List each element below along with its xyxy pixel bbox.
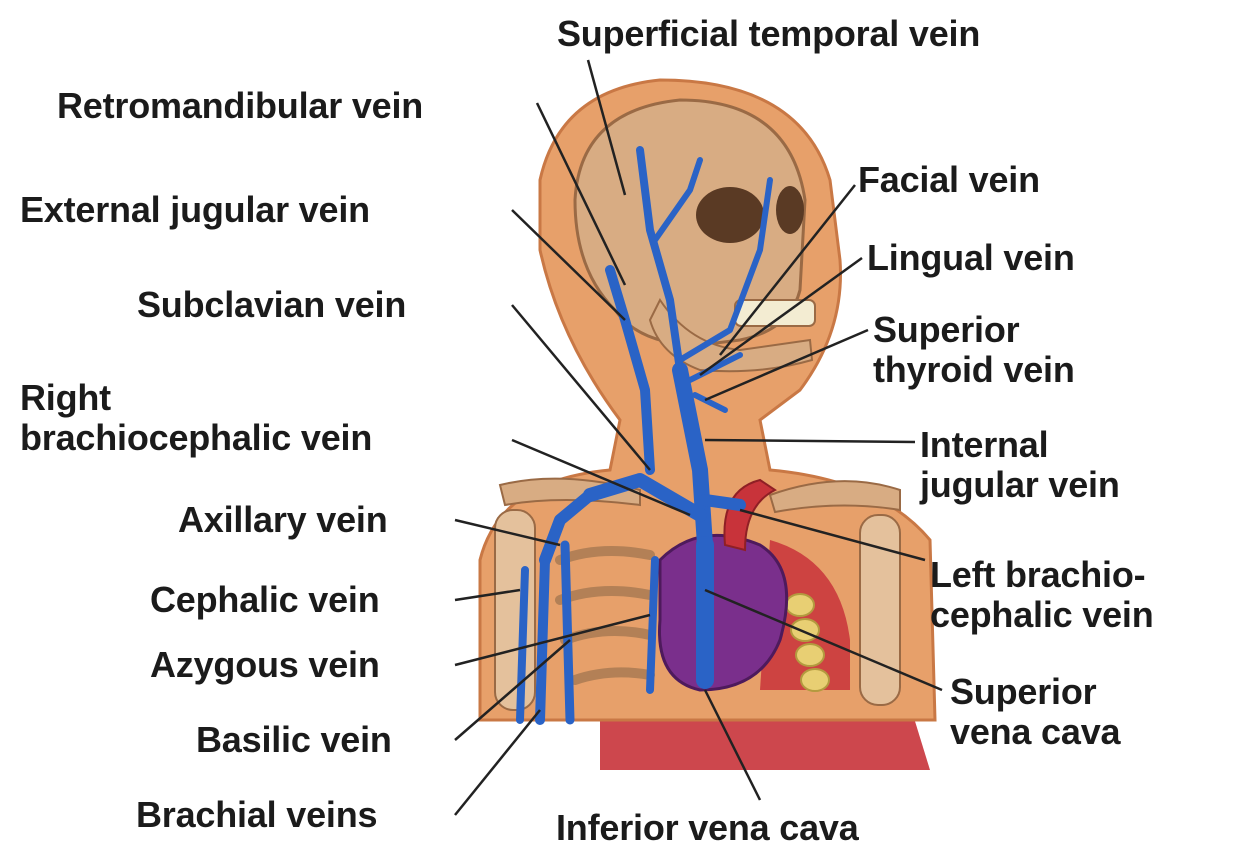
label-brachial-veins: Brachial veins bbox=[136, 795, 377, 835]
label-azygous-vein: Azygous vein bbox=[150, 645, 380, 685]
label-lingual-vein: Lingual vein bbox=[867, 238, 1075, 278]
label-superior-thyroid-vein: Superior thyroid vein bbox=[873, 310, 1075, 390]
label-superficial-temporal-vein: Superficial temporal vein bbox=[557, 14, 980, 54]
label-external-jugular-vein: External jugular vein bbox=[20, 190, 370, 230]
label-superior-vena-cava: Superior vena cava bbox=[950, 672, 1120, 752]
label-subclavian-vein: Subclavian vein bbox=[137, 285, 406, 325]
label-retromandibular-vein: Retromandibular vein bbox=[57, 86, 423, 126]
label-right-brachiocephalic-vein: Right brachiocephalic vein bbox=[20, 378, 372, 458]
label-axillary-vein: Axillary vein bbox=[178, 500, 388, 540]
eye-socket-left bbox=[696, 187, 764, 243]
label-internal-jugular-vein: Internal jugular vein bbox=[920, 425, 1120, 505]
eye-socket-right bbox=[776, 186, 804, 234]
label-left-brachiocephalic-vein: Left brachio- cephalic vein bbox=[930, 555, 1154, 635]
label-cephalic-vein: Cephalic vein bbox=[150, 580, 379, 620]
humerus-right bbox=[495, 510, 535, 710]
label-facial-vein: Facial vein bbox=[858, 160, 1040, 200]
label-basilic-vein: Basilic vein bbox=[196, 720, 392, 760]
label-inferior-vena-cava: Inferior vena cava bbox=[556, 808, 859, 848]
